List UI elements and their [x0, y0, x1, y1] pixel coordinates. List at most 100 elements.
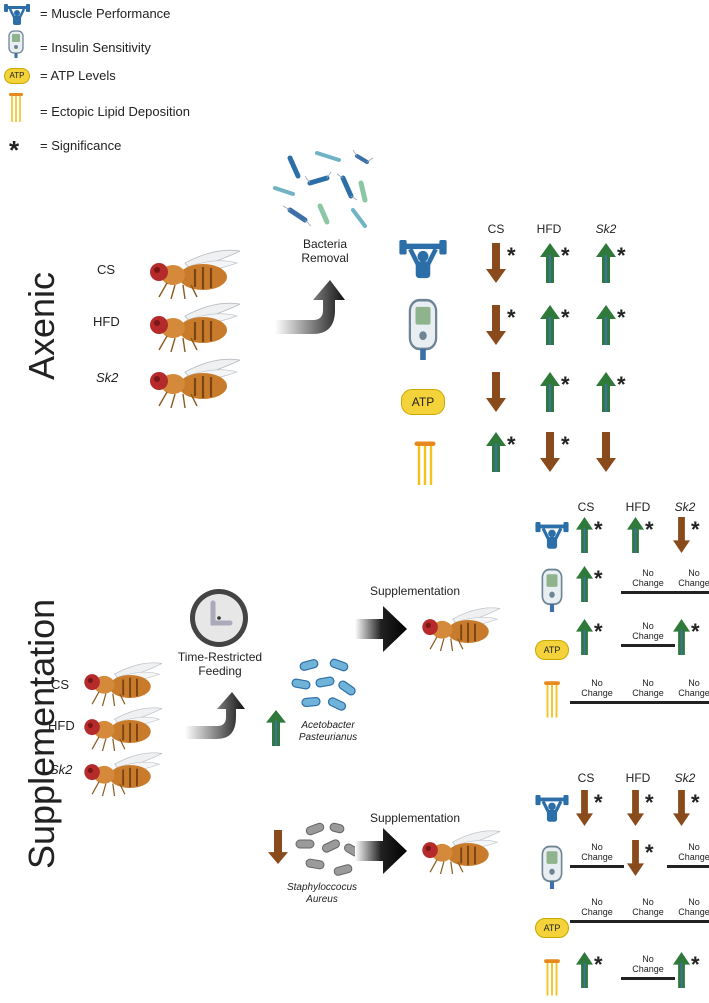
staphylococcus-col-cs: CS: [577, 771, 595, 785]
acetobacter-up-arrow-icon: [673, 619, 690, 660]
axenic-up-arrow-icon: [540, 372, 560, 417]
staphylococcus-down-arrow-icon: [627, 840, 644, 881]
significance-star: *: [691, 790, 700, 815]
axenic-down-arrow-icon: [540, 432, 560, 477]
acetobacter-label: Acetobacter Pasteurianus: [283, 720, 373, 744]
axenic-down-arrow-icon: [486, 305, 506, 350]
axenic-col-cs: CS: [487, 222, 505, 236]
axenic-up-arrow-icon: [596, 305, 616, 350]
fly-icon: [80, 660, 164, 707]
no-change-text: No Change: [632, 568, 664, 589]
fly-icon: [145, 356, 242, 409]
staphylococcus-up-arrow-icon: [576, 952, 593, 993]
legend-atp-label: = ATP Levels: [40, 68, 116, 83]
significance-star: *: [507, 432, 516, 457]
atp-badge: ATP: [535, 640, 569, 660]
staphylococcus-down-arrow-icon: [268, 830, 288, 864]
legend-significance-label: = Significance: [40, 138, 122, 153]
block-arrow-icon: [355, 828, 407, 874]
acetobacter-supp-label: Supplementation: [369, 584, 461, 598]
axenic-down-arrow-icon: [486, 243, 506, 288]
no-change-bar: [667, 864, 709, 868]
staphylococcus-down-arrow-icon: [673, 790, 690, 831]
acetobacter-no-change: No Change: [621, 621, 675, 647]
no-change-text: No Change: [632, 678, 664, 699]
trf-text: Time-Restricted Feeding: [177, 650, 263, 679]
fly-icon: [418, 605, 502, 652]
acetobacter-col-cs: CS: [577, 500, 595, 514]
ectopic-lipid-icon: [543, 680, 561, 720]
no-change-bar: [570, 919, 624, 923]
acetobacter-col-hfd: HFD: [625, 500, 651, 514]
block-arrow-icon: [355, 606, 407, 652]
acetobacter-no-change: No Change: [621, 568, 675, 594]
axenic-up-arrow-icon: [540, 305, 560, 350]
fly-icon: [80, 705, 164, 752]
staphylococcus-col-hfd: HFD: [625, 771, 651, 785]
curved-arrow-icon: [185, 690, 245, 742]
legend-insulin-label: = Insulin Sensitivity: [40, 40, 151, 55]
ectopic-lipid-icon: [8, 92, 24, 124]
significance-star: *: [617, 243, 626, 268]
staphylococcus-bacteria-icon: [292, 822, 362, 878]
axenic-fly-label-sk2: Sk2: [96, 370, 119, 385]
acetobacter-no-change: No Change: [621, 678, 675, 704]
significance-star: *: [561, 305, 570, 330]
atp-badge: ATP: [401, 389, 445, 415]
staphylococcus-no-change: No Change: [667, 897, 709, 923]
no-change-text: No Change: [581, 678, 613, 699]
significance-star: *: [594, 619, 603, 644]
axenic-up-arrow-icon: [486, 432, 506, 477]
no-change-text: No Change: [632, 954, 664, 975]
acetobacter-no-change: No Change: [570, 678, 624, 704]
axenic-down-arrow-icon: [486, 372, 506, 417]
significance-star: *: [594, 517, 603, 542]
staphylococcus-no-change: No Change: [621, 897, 675, 923]
staphylococcus-col-sk2: Sk2: [674, 771, 696, 785]
no-change-text: No Change: [632, 897, 664, 918]
axenic-up-arrow-icon: [596, 372, 616, 417]
atp-levels-icon: ATP: [4, 68, 30, 84]
ectopic-lipid-icon: [543, 958, 561, 998]
fly-icon: [145, 247, 242, 300]
no-change-bar: [621, 590, 675, 594]
staphylococcus-label: Staphyloccocus Aureus: [272, 882, 372, 906]
axenic-title: Axenic: [21, 271, 62, 381]
significance-star: *: [645, 840, 654, 865]
axenic-fly-label-cs: CS: [97, 262, 116, 277]
significance-star: *: [645, 517, 654, 542]
significance-star: *: [561, 432, 570, 457]
acetobacter-bacteria-icon: [290, 658, 360, 713]
staphylococcus-no-change: No Change: [667, 842, 709, 868]
no-change-bar: [621, 919, 675, 923]
no-change-bar: [667, 919, 709, 923]
acetobacter-col-sk2: Sk2: [674, 500, 696, 514]
significance-star: *: [691, 952, 700, 977]
supplementation-title: Supplementation: [21, 598, 62, 869]
acetobacter-up-arrow-icon: [576, 619, 593, 660]
insulin-sensitivity-icon: [541, 568, 563, 612]
muscle-performance-icon: [398, 240, 448, 280]
staphylococcus-down-arrow-icon: [627, 790, 644, 831]
staphylococcus-text: Staphyloccocus Aureus: [286, 882, 358, 905]
fly-icon: [80, 750, 164, 797]
acetobacter-up-arrow-icon: [576, 517, 593, 558]
acetobacter-no-change: No Change: [667, 678, 709, 704]
significance-star: *: [594, 952, 603, 977]
axenic-col-sk2: Sk2: [595, 222, 617, 236]
muscle-performance-icon: [4, 4, 30, 26]
acetobacter-up-arrow-icon: [576, 566, 593, 607]
no-change-bar: [667, 700, 709, 704]
fly-icon: [145, 300, 242, 353]
acetobacter-down-arrow-icon: [673, 517, 690, 558]
significance-star: *: [594, 790, 603, 815]
staphylococcus-no-change: No Change: [621, 954, 675, 980]
atp-levels-icon: ATP: [535, 918, 569, 938]
supp-fly-label-sk2: Sk2: [50, 762, 73, 777]
staphylococcus-supp-label: Supplementation: [369, 811, 461, 825]
acetobacter-up-arrow-icon: [627, 517, 644, 558]
insulin-sensitivity-icon: [541, 845, 563, 889]
legend-lipid-label: = Ectopic Lipid Deposition: [40, 104, 190, 119]
staphylococcus-no-change: No Change: [570, 897, 624, 923]
bacteria-cluster-icon: [265, 148, 385, 233]
